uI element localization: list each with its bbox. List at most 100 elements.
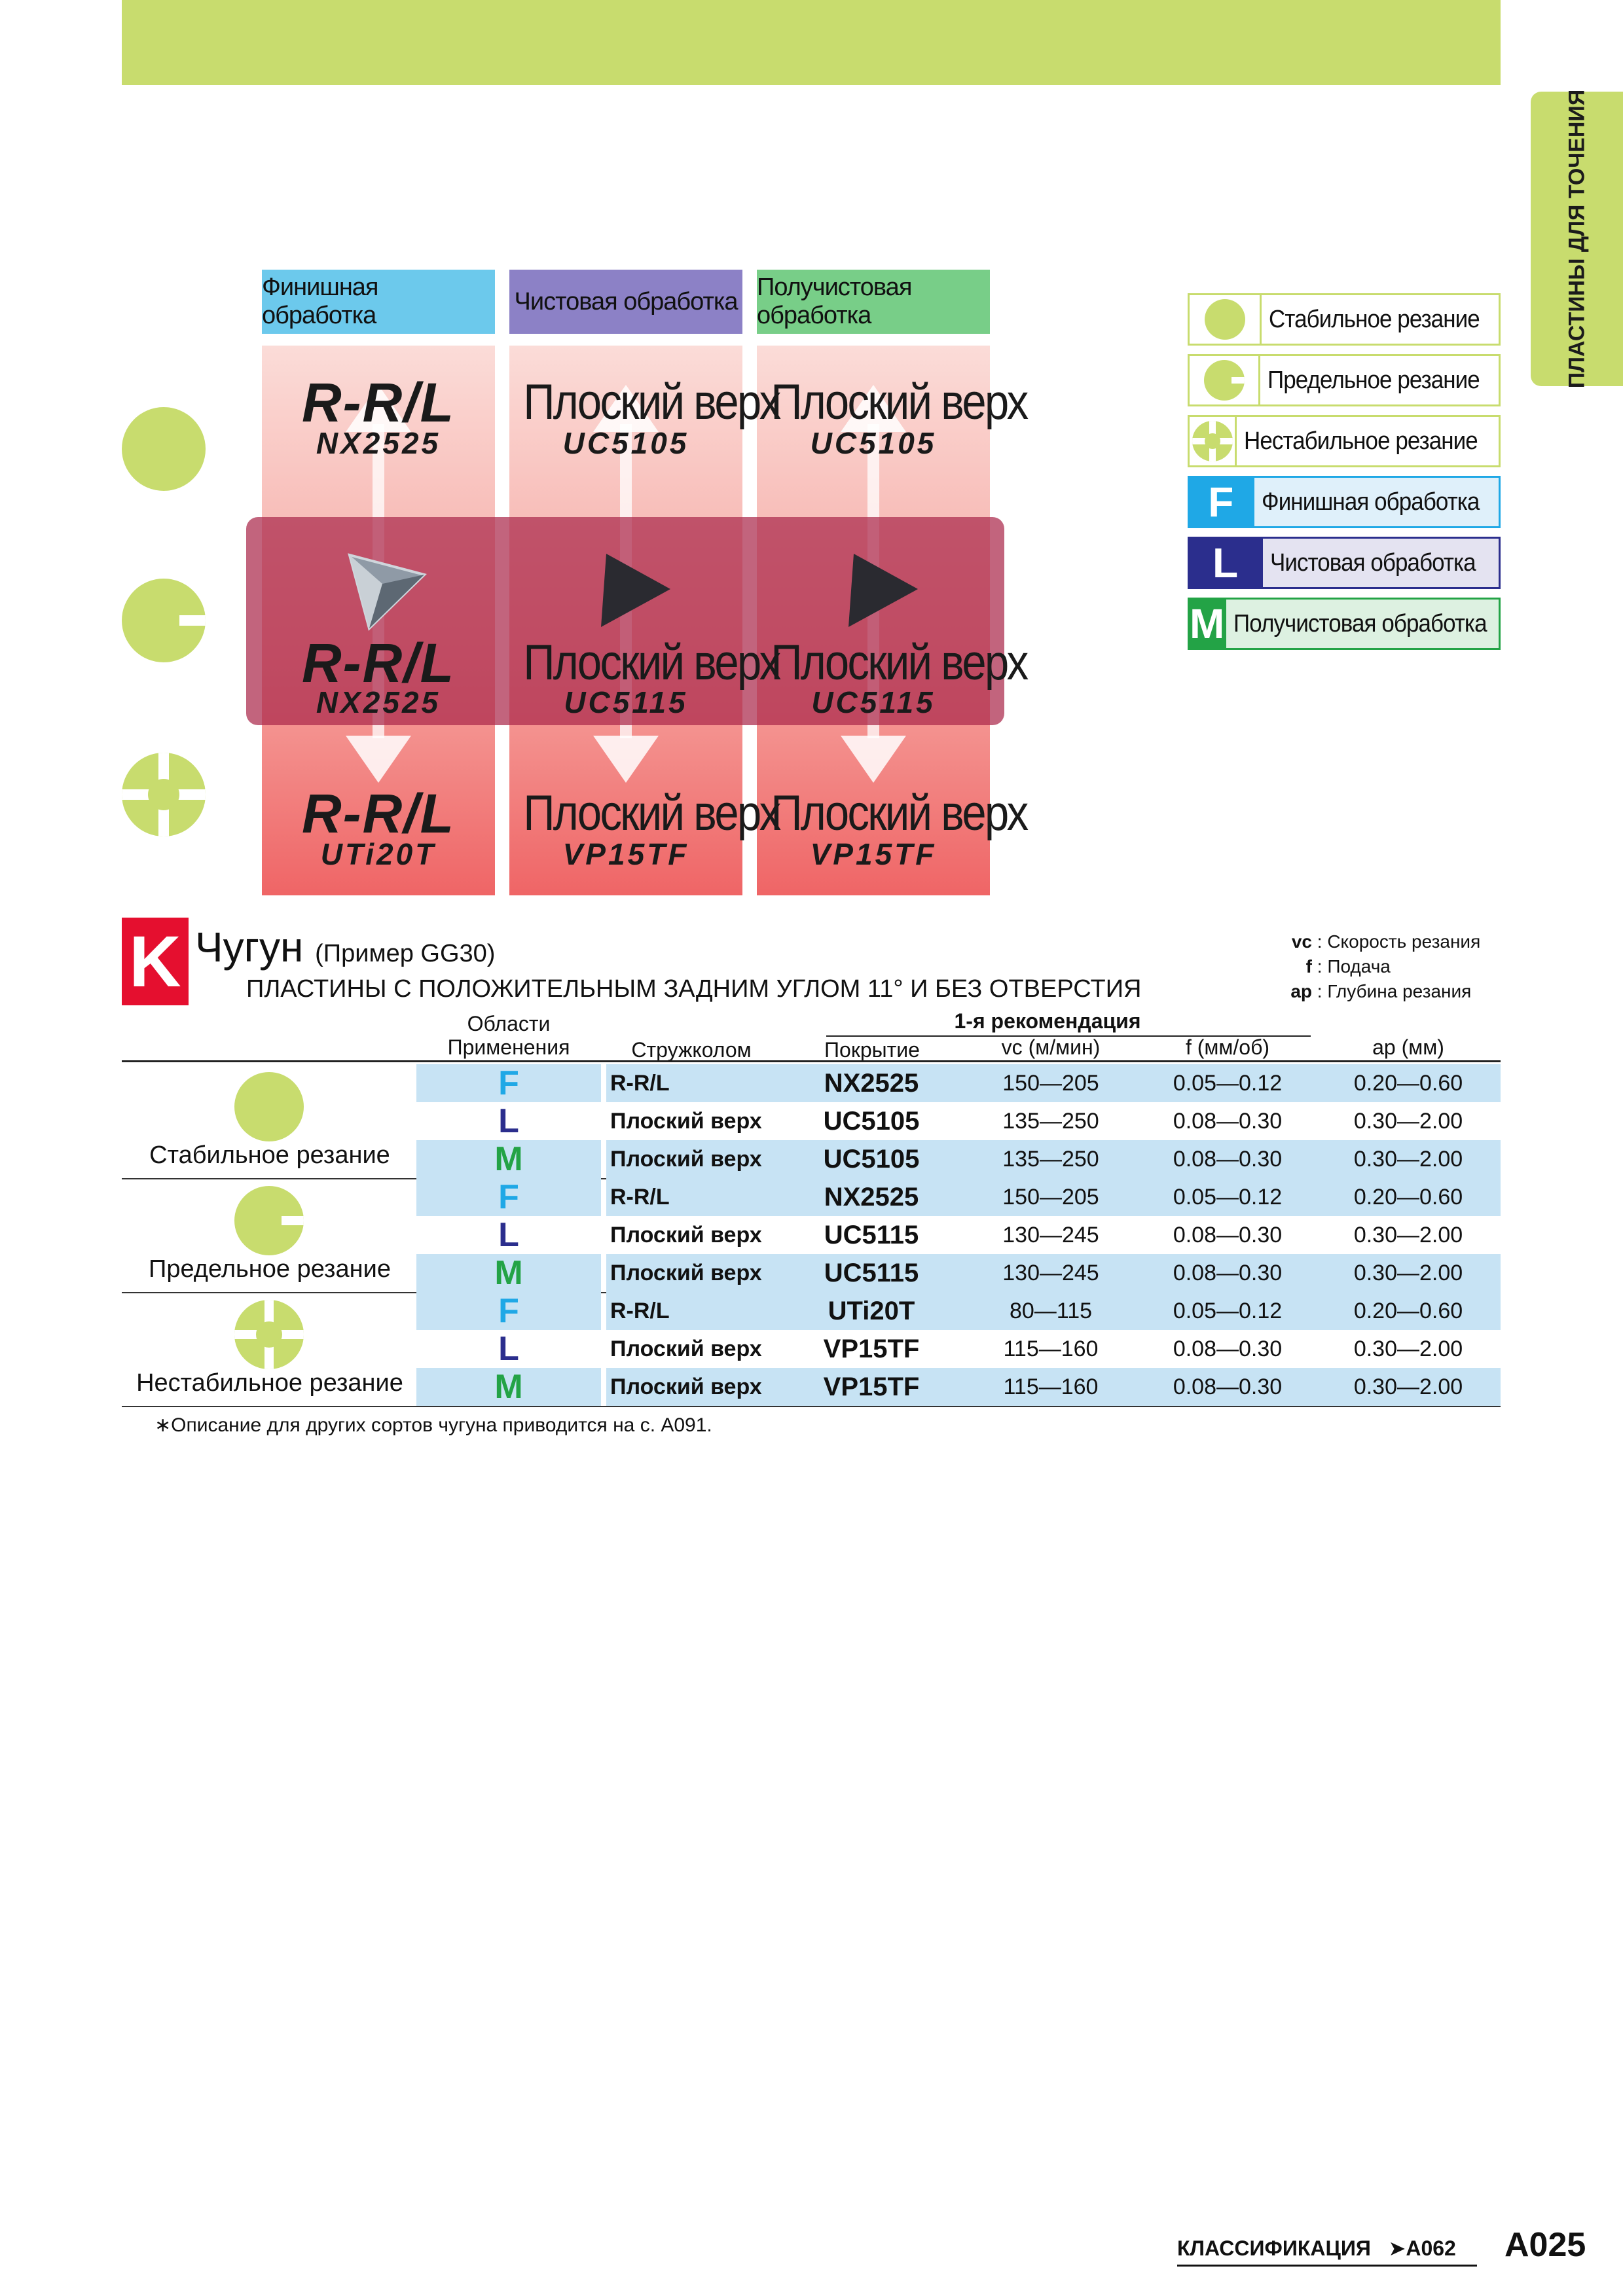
f-cell: 0.08—0.30 — [1173, 1108, 1283, 1134]
matrix-breaker: Плоский верх — [771, 374, 1029, 430]
vc-cell: 150—205 — [1002, 1184, 1099, 1210]
side-tab-label: ПЛАСТИНЫ ДЛЯ ТОЧЕНИЯ — [1564, 89, 1589, 389]
table-row — [606, 1140, 1501, 1178]
rrl-insert-image — [348, 553, 427, 631]
legend-label: Стабильное резание — [1269, 305, 1480, 333]
coating-cell: UC5115 — [824, 1220, 919, 1249]
letter-m-icon: M — [1190, 600, 1225, 647]
grade-letter: F — [416, 1064, 601, 1102]
grade-letter: M — [416, 1254, 601, 1292]
condition-label: Нестабильное резание — [136, 1369, 403, 1397]
abbr-text: : Скорость резания — [1317, 931, 1481, 952]
matrix-breaker: Плоский верх — [523, 635, 781, 691]
ap-cell: 0.20—0.60 — [1353, 1184, 1463, 1210]
f-cell: 0.05—0.12 — [1173, 1298, 1283, 1323]
footnote: ∗Описание для других сортов чугуна приво… — [155, 1414, 712, 1436]
matrix-grade: NX2525 — [316, 685, 441, 719]
abbr-key: ap — [1290, 981, 1312, 1001]
matrix-grade: UTi20T — [320, 837, 437, 871]
grade-letter: L — [498, 1330, 519, 1368]
condition-label: Предельное резание — [149, 1255, 391, 1283]
footer-ref-underline — [1177, 2265, 1477, 2267]
letter-l-icon: L — [1212, 539, 1239, 586]
vc-cell: 150—205 — [1002, 1070, 1099, 1096]
coating-cell: VP15TF — [823, 1334, 920, 1363]
breaker-cell: Плоский верх — [610, 1260, 762, 1285]
grade-letter: M — [416, 1368, 601, 1406]
condition-label: Стабильное резание — [149, 1141, 390, 1169]
coating-cell: UC5115 — [824, 1258, 919, 1287]
legend-label: Финишная обработка — [1261, 488, 1480, 516]
f-cell: 0.08—0.30 — [1173, 1374, 1283, 1399]
ap-cell: 0.20—0.60 — [1353, 1070, 1463, 1096]
matrix-grade: VP15TF — [562, 837, 689, 871]
th-first-recommendation: 1-я рекомендация — [954, 1009, 1141, 1033]
grade-letter: L — [498, 1216, 519, 1254]
breaker-cell: Плоский верх — [610, 1108, 762, 1134]
table-row — [606, 1292, 1501, 1330]
ap-cell: 0.30—2.00 — [1353, 1336, 1463, 1361]
section-title-note: (Пример GG30) — [315, 940, 496, 967]
matrix-grade: UC5115 — [811, 685, 936, 719]
f-cell: 0.08—0.30 — [1173, 1336, 1283, 1361]
ap-cell: 0.30—2.00 — [1353, 1146, 1463, 1172]
f-cell: 0.08—0.30 — [1173, 1260, 1283, 1285]
vc-cell: 135—250 — [1002, 1108, 1099, 1134]
stable-cutting-icon — [122, 407, 206, 491]
arrow-right-icon: ➤ — [1388, 2236, 1406, 2260]
matrix-breaker: Плоский верх — [523, 785, 781, 841]
footer-ref-page[interactable]: A062 — [1406, 2236, 1456, 2260]
group-divider — [122, 1406, 1501, 1407]
matrix-grade: UC5115 — [564, 685, 688, 719]
vc-cell: 115—160 — [1003, 1336, 1099, 1361]
coating-cell: NX2525 — [824, 1068, 919, 1098]
matrix-breaker: Плоский верх — [771, 635, 1029, 691]
th-breaker: Стружколом — [631, 1038, 752, 1062]
abbr-key: vc — [1291, 931, 1312, 952]
stable-cutting-icon — [1204, 299, 1245, 340]
grade-letter: L — [498, 1102, 519, 1140]
f-cell: 0.08—0.30 — [1173, 1146, 1283, 1172]
abbr-text: : Подача — [1317, 956, 1391, 977]
legend-item-stable: Стабильное резание — [1188, 293, 1501, 346]
matrix-grade: VP15TF — [810, 837, 937, 871]
legend-label: Нестабильное резание — [1244, 427, 1478, 455]
stable-cutting-icon — [234, 1072, 304, 1141]
abbr-text: : Глубина резания — [1317, 981, 1472, 1001]
f-cell: 0.08—0.30 — [1173, 1222, 1283, 1247]
section-side-tab: ПЛАСТИНЫ ДЛЯ ТОЧЕНИЯ — [1531, 89, 1623, 389]
legend-label: Предельное резание — [1267, 366, 1480, 394]
table-row — [606, 1254, 1501, 1292]
ap-cell: 0.30—2.00 — [1353, 1260, 1463, 1285]
matrix-header-light: Чистовая обработка — [509, 270, 742, 334]
footer-reference[interactable]: КЛАССИФИКАЦИЯ ➤A062 — [1177, 2236, 1456, 2261]
matrix-header-finishing: Финишная обработка — [262, 270, 495, 334]
matrix-grade: UC5105 — [810, 426, 937, 460]
matrix-breaker: Плоский верх — [771, 785, 1029, 841]
breaker-cell: Плоский верх — [610, 1374, 762, 1399]
table-row — [606, 1368, 1501, 1406]
vc-cell: 130—245 — [1002, 1260, 1099, 1285]
breaker-cell: Плоский верх — [610, 1336, 762, 1361]
matrix-grade: UC5105 — [562, 426, 689, 460]
th-coating: Покрытие — [824, 1038, 920, 1062]
grade-letter: M — [416, 1140, 601, 1178]
unstable-cutting-icon — [122, 753, 206, 836]
vc-cell: 115—160 — [1003, 1374, 1099, 1399]
coating-cell: NX2525 — [824, 1182, 919, 1211]
table-row — [606, 1178, 1501, 1216]
matrix-breaker: Плоский верх — [523, 374, 781, 430]
coating-cell: VP15TF — [823, 1372, 920, 1401]
matrix-breaker: R-R/L — [302, 372, 455, 433]
page-number: A025 — [1504, 2226, 1586, 2264]
coating-cell: UC5105 — [823, 1144, 920, 1174]
limit-cutting-icon — [122, 579, 206, 662]
header-bar — [122, 0, 1501, 85]
legend-item-light: L Чистовая обработка — [1188, 537, 1501, 589]
letter-f-icon: F — [1208, 478, 1234, 526]
section-subtitle: ПЛАСТИНЫ С ПОЛОЖИТЕЛЬНЫМ ЗАДНИМ УГЛОМ 11… — [246, 975, 1142, 1003]
table-row — [606, 1064, 1501, 1102]
grade-letter: F — [416, 1178, 601, 1216]
th-ap: ap (мм) — [1372, 1035, 1444, 1059]
ap-cell: 0.30—2.00 — [1353, 1374, 1463, 1399]
